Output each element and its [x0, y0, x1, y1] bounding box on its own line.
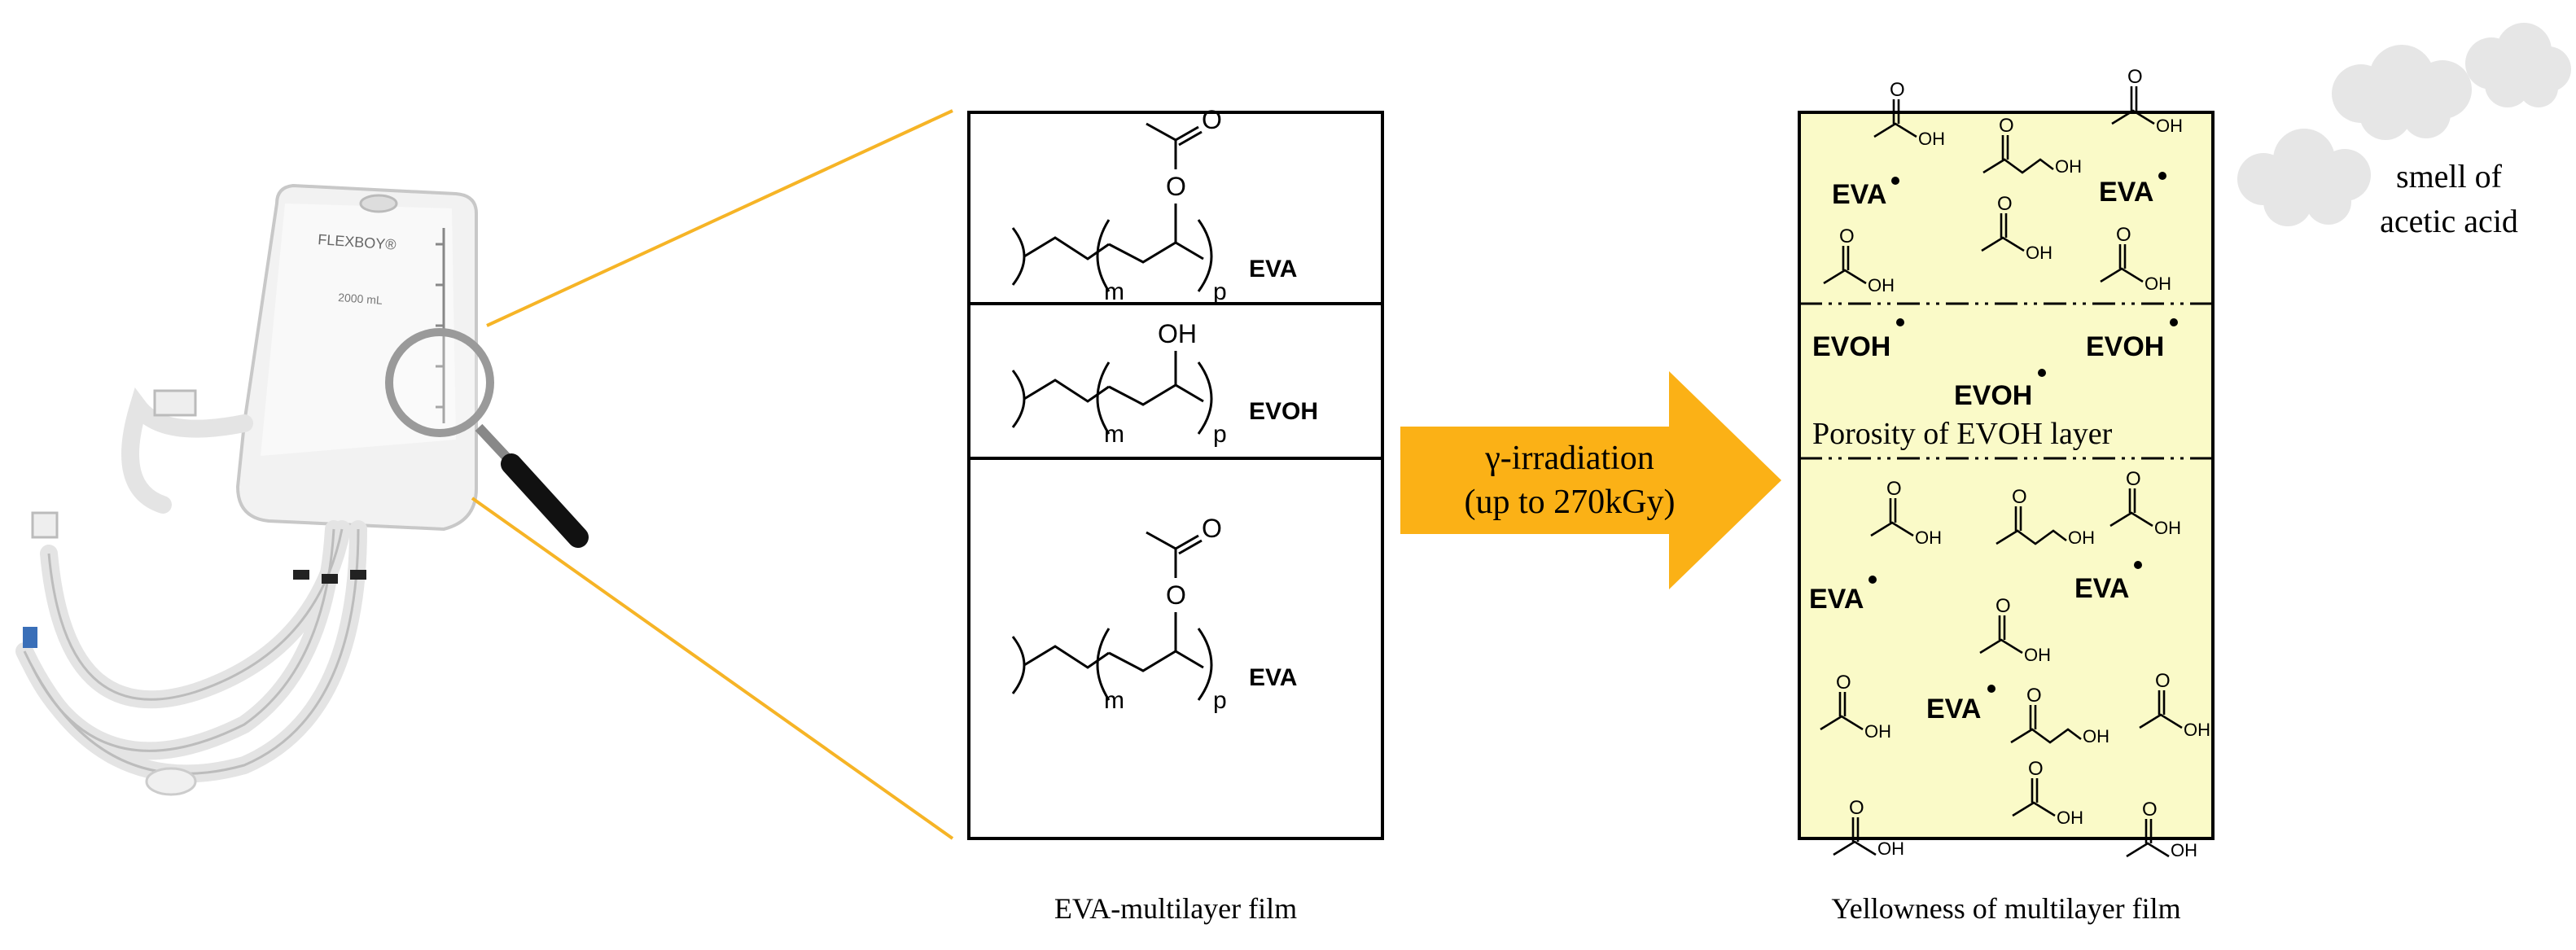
subscript-m: m [1104, 421, 1124, 448]
oh-label: OH [2083, 726, 2109, 746]
cloud-icon [2332, 45, 2472, 140]
oh-label: OH [2154, 518, 2181, 538]
smell-clouds [2237, 23, 2571, 226]
evoh-radical: EVOH [1954, 380, 2032, 411]
ester-oxygen: O [1166, 172, 1186, 201]
subscript-m: m [1104, 687, 1124, 714]
eva-radical: EVA [2099, 177, 2153, 208]
eva-radical: EVA [1926, 694, 1981, 725]
evoh-radical: EVOH [1812, 331, 1890, 362]
oh-label: OH [1864, 721, 1891, 742]
layer-name: EVOH [1249, 398, 1318, 425]
oh-label: OH [2068, 528, 2095, 548]
irradiated-film-panel: EVA EVA EVOH EVOH EVOH EVA EVA EVA Poros… [1798, 64, 2215, 860]
oh-label: OH [2026, 243, 2052, 263]
irradiated-caption: Yellowness of multilayer film [1831, 892, 2180, 925]
oh-label: OH [2171, 840, 2197, 860]
film-layer-eva-bottom: O O m p EVA [1011, 514, 1297, 714]
eva-radical: EVA [2074, 573, 2129, 604]
svg-text:O: O [1202, 105, 1222, 134]
magnifier-icon [385, 328, 589, 548]
eva-radical: EVA [1809, 584, 1864, 615]
cloud-icon [2465, 23, 2571, 107]
subscript-p: p [1213, 278, 1227, 305]
irradiation-arrow: γ-irradiation (up to 270kGy) [1400, 371, 1781, 589]
evoh-radical: EVOH [2086, 331, 2164, 362]
lead-line-top [486, 109, 953, 327]
oh-label: OH [2024, 645, 2051, 665]
eva-radical: EVA [1832, 179, 1886, 210]
hydroxyl-group: OH [1158, 319, 1197, 348]
oh-label: OH [1918, 129, 1945, 149]
oh-label: OH [2055, 156, 2082, 177]
subscript-p: p [1213, 421, 1227, 448]
blue-connector [23, 627, 37, 648]
subscript-p: p [1213, 687, 1227, 714]
oh-label: OH [1915, 528, 1942, 548]
ester-oxygen: O [1166, 580, 1186, 610]
irradiation-label-line1: γ-irradiation [1484, 440, 1654, 477]
layer-name: EVA [1249, 664, 1297, 691]
film-layer-eva-top: O O m p EVA [1011, 105, 1297, 305]
svg-text:O: O [1202, 514, 1222, 543]
film-layer-evoh: OH m p EVOH [1011, 319, 1318, 448]
irradiation-label-line2: (up to 270kGy) [1465, 484, 1676, 521]
film-layers-panel: O O m p EVA OH m p EVOH [967, 105, 1384, 840]
peracetic-acid-molecules: OH OH OH [1982, 113, 2109, 746]
lead-line-bottom [471, 497, 954, 840]
oh-label: OH [2144, 274, 2171, 294]
smell-label-line2: acetic acid [2380, 203, 2518, 239]
film-caption: EVA-multilayer film [1054, 892, 1297, 925]
smell-label-line1: smell of [2396, 158, 2503, 195]
layer-name: EVA [1249, 256, 1297, 282]
tubing-outline [23, 528, 360, 775]
cloud-icon [2237, 129, 2371, 226]
oh-label: OH [1868, 275, 1895, 296]
infusion-bag-illustration: FLEXBOY® 2000 mL [15, 183, 589, 796]
oh-label: OH [2057, 808, 2083, 828]
acetic-acid-molecules: OH OH OH OH OH OH OH OH OH OH OH OH OH [1819, 64, 2210, 860]
oh-label: OH [1877, 838, 1904, 859]
oh-label: OH [2156, 116, 2183, 136]
subscript-m: m [1104, 278, 1124, 305]
oh-label: OH [2184, 720, 2210, 740]
bag-volume-label: 2000 mL [338, 291, 383, 307]
porosity-label: Porosity of EVOH layer [1812, 417, 2113, 451]
